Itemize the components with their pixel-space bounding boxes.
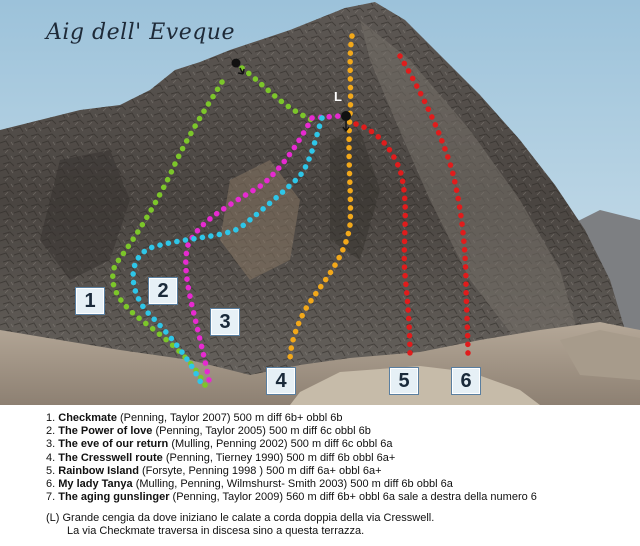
anchor-arrow-l [342, 121, 350, 133]
legend-item: 3. The eve of our return (Mulling, Penni… [46, 438, 393, 451]
legend-item: 4. The Cresswell route (Penning, Tierney… [46, 451, 396, 464]
route-2-magenta [183, 113, 343, 388]
ledge-note-line-2: La via Checkmate traversa in discesa sin… [67, 525, 365, 537]
route-1-green [110, 65, 315, 388]
anchor-arrow-top [237, 67, 245, 75]
route-label-3: 3 [210, 308, 240, 336]
route-label-2: 2 [148, 277, 178, 305]
legend-item: 5. Rainbow Island (Forsyte, Penning 1998… [46, 464, 382, 477]
ledge-note-line-1: (L) Grande cengia da dove iniziano le ca… [46, 512, 435, 524]
ledge-note: (L) Grande cengia da dove iniziano le ca… [46, 512, 636, 538]
rock-face-light [360, 20, 580, 345]
anchor-dot-l [341, 111, 351, 121]
ledge-label: L [334, 89, 342, 104]
rock-face-shadow [40, 150, 130, 280]
route-5-red [353, 121, 413, 361]
legend-item: 7. The aging gunslinger (Penning, Taylor… [46, 491, 537, 504]
legend-item: 1. Checkmate (Penning, Taylor 2007) 500 … [46, 412, 343, 424]
route-label-6: 6 [451, 367, 481, 395]
legend-item: 2. The Power of love (Penning, Taylor 20… [46, 425, 371, 438]
route-label-1: 1 [75, 287, 105, 315]
mountain-photo: L [0, 0, 640, 405]
route-legend: 1. Checkmate (Penning, Taylor 2007) 500 … [46, 412, 636, 504]
route-6-red [397, 53, 471, 359]
foreground-boulder-2 [560, 330, 640, 380]
route-lines [110, 33, 471, 388]
route-4-orange [287, 33, 355, 365]
route-3-cyan [130, 115, 325, 388]
route-label-5: 5 [389, 367, 419, 395]
anchor-dot-top [231, 58, 241, 68]
route-label-4: 4 [266, 367, 296, 395]
legend-item: 6. My lady Tanya (Mulling, Penning, Wilm… [46, 478, 453, 491]
rock-face-shadow-2 [330, 130, 380, 260]
peak-title: Aig dell' Eveque [46, 20, 235, 45]
rock-face-warm [220, 160, 300, 280]
